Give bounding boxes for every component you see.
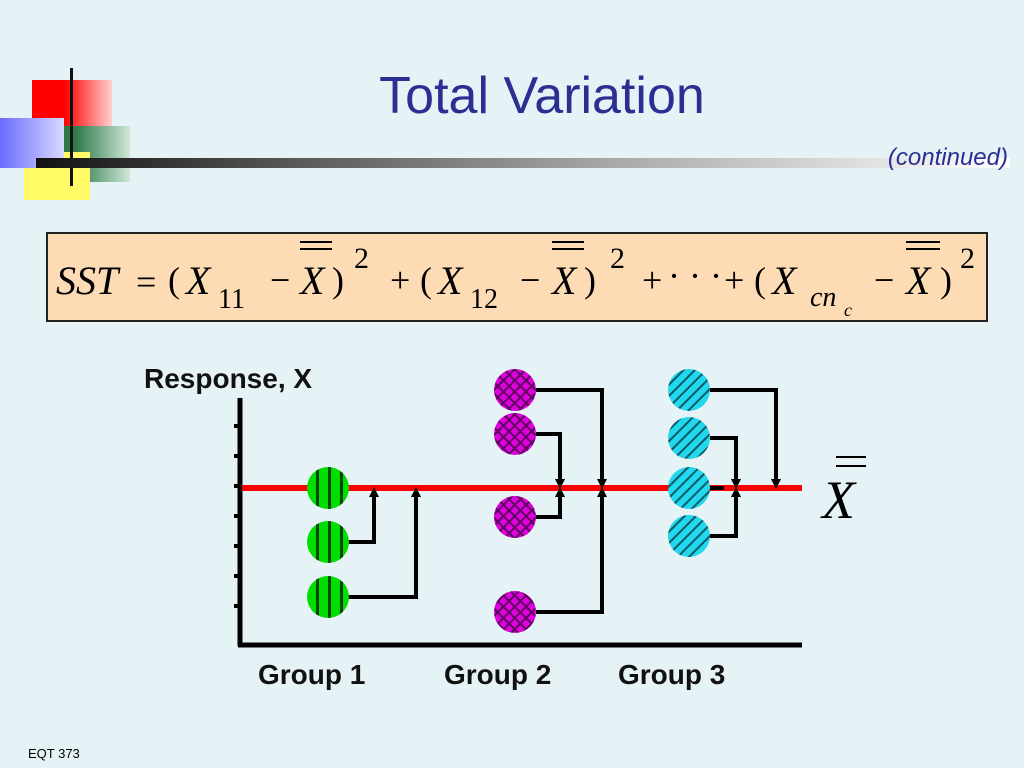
data-point — [668, 369, 710, 411]
arrow-g3-p4 — [710, 487, 741, 538]
term1-minus: − — [270, 260, 290, 300]
formula-lhs: SST — [56, 258, 121, 303]
term1-exponent: 2 — [354, 242, 369, 275]
group-label-3: Group 3 — [618, 659, 725, 690]
arrow-g3-p1 — [710, 388, 781, 489]
arrow-g2-p4 — [536, 487, 607, 614]
formula-box: SST = ( X 11 − X ) 2 + ( X 12 − X ) 2 + — [46, 232, 988, 322]
decor-vertical-line — [70, 68, 73, 186]
plus-2: + — [642, 260, 662, 300]
arrow-g1-p2 — [348, 487, 379, 544]
group3-points — [668, 369, 710, 557]
data-point — [307, 467, 349, 509]
term1-open-paren: ( — [168, 260, 180, 300]
footer-course-code: EQT 373 — [28, 746, 80, 761]
grand-mean-label: X — [820, 470, 857, 530]
group-label-1: Group 1 — [258, 659, 365, 690]
data-point — [307, 521, 349, 563]
formula-dots: · · · — [668, 256, 722, 296]
term2-exponent: 2 — [610, 242, 625, 275]
data-point — [494, 369, 536, 411]
term2-close-paren: ) — [584, 260, 596, 300]
term3-close-paren: ) — [940, 260, 952, 300]
plus-1: + — [390, 260, 410, 300]
term3-variable: X — [770, 258, 798, 303]
term3-open-paren: ( — [754, 260, 766, 300]
data-point — [668, 467, 710, 509]
term1-subscript: 11 — [218, 284, 245, 315]
term1-variable: X — [184, 258, 212, 303]
data-point — [494, 496, 536, 538]
term2-subscript: 12 — [470, 284, 498, 315]
page-subtitle: (continued) — [887, 144, 1008, 171]
term2-grand-mean: X — [550, 258, 578, 303]
term3-grand-mean: X — [904, 258, 932, 303]
page-title: Total Variation — [379, 67, 705, 125]
plus-3: + — [724, 260, 744, 300]
data-point — [307, 576, 349, 618]
data-point — [668, 515, 710, 557]
term3-minus: − — [874, 260, 894, 300]
data-point — [494, 413, 536, 455]
group1-points — [307, 467, 349, 618]
term1-close-paren: ) — [332, 260, 344, 300]
term2-minus: − — [520, 260, 540, 300]
group2-points — [494, 369, 536, 633]
term3-subscript: cn — [810, 282, 836, 313]
arrow-g1-p3 — [348, 487, 421, 599]
decor-horizontal-rule — [36, 158, 1010, 168]
term3-sub-subscript: c — [844, 300, 852, 320]
data-point — [494, 591, 536, 633]
data-point — [668, 417, 710, 459]
term2-variable: X — [436, 258, 464, 303]
arrow-g2-p3 — [536, 487, 565, 519]
formula-svg: SST = ( X 11 − X ) 2 + ( X 12 − X ) 2 + — [56, 241, 975, 320]
y-axis-ticks — [234, 424, 240, 608]
term1-grand-mean: X — [298, 258, 326, 303]
arrow-g2-p1 — [536, 388, 607, 489]
arrow-g2-p2 — [536, 432, 565, 489]
arrow-g3-p2 — [710, 436, 741, 489]
term3-exponent: 2 — [960, 242, 975, 275]
formula-equals: = — [136, 262, 156, 302]
term2-open-paren: ( — [420, 260, 432, 300]
group-label-2: Group 2 — [444, 659, 551, 690]
grand-mean-symbol: X — [820, 456, 866, 530]
deviation-arrows — [348, 388, 781, 614]
y-axis-label: Response, X — [144, 363, 312, 394]
